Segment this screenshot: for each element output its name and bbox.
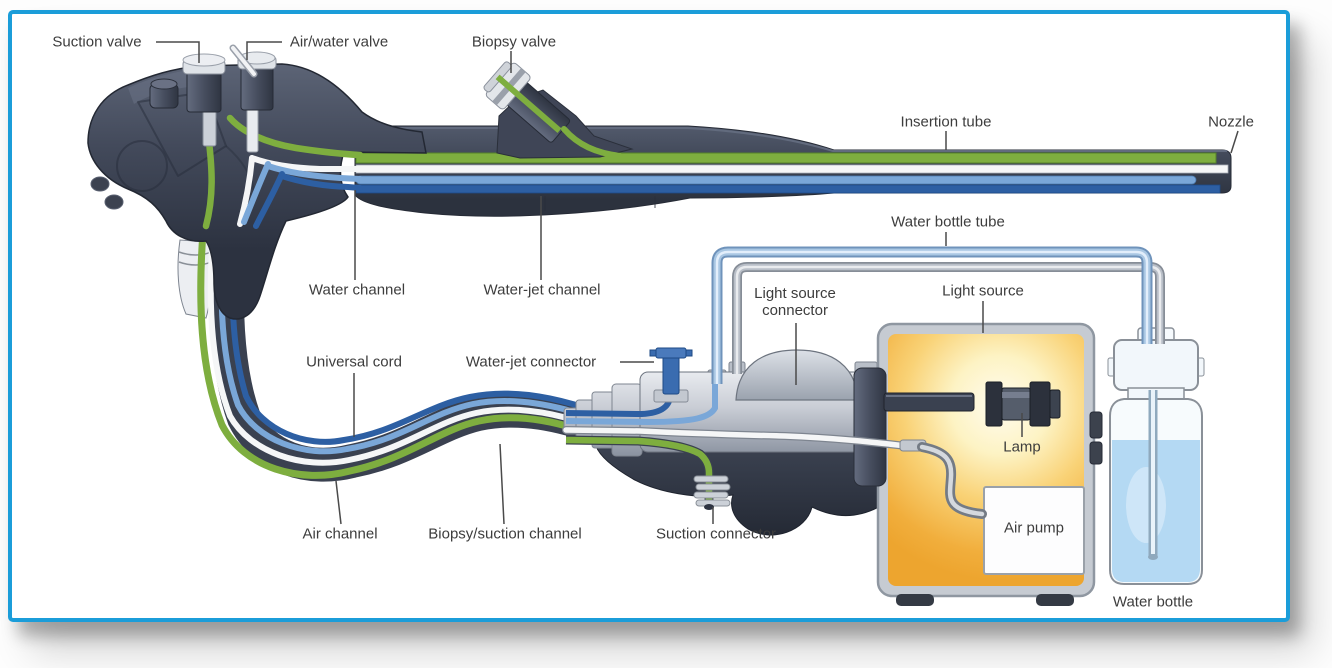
label-water-channel: Water channel [308, 281, 406, 299]
label-biopsy-suction-channel: Biopsy/suction channel [428, 525, 582, 543]
label-water-jet-channel: Water-jet channel [483, 281, 601, 299]
label-light-source-connector: Light source connector [754, 285, 836, 319]
label-lamp: Lamp [1003, 438, 1041, 456]
label-air-channel: Air channel [302, 525, 378, 543]
label-air-water-valve: Air/water valve [289, 33, 389, 51]
label-water-jet-connector: Water-jet connector [465, 353, 597, 371]
label-light-source: Light source [942, 282, 1024, 300]
label-light-source-connector-line1: Light source [754, 285, 836, 302]
label-nozzle: Nozzle [1208, 113, 1254, 131]
label-light-source-connector-line2: connector [762, 302, 828, 319]
label-water-bottle: Water bottle [1112, 593, 1194, 611]
label-universal-cord: Universal cord [306, 353, 402, 371]
label-air-pump: Air pump [1003, 519, 1065, 537]
label-insertion-tube: Insertion tube [900, 113, 992, 131]
label-biopsy-valve: Biopsy valve [471, 33, 557, 51]
label-water-bottle-tube: Water bottle tube [891, 213, 1005, 231]
label-suction-valve: Suction valve [52, 33, 142, 51]
label-suction-connector: Suction connector [655, 525, 777, 543]
